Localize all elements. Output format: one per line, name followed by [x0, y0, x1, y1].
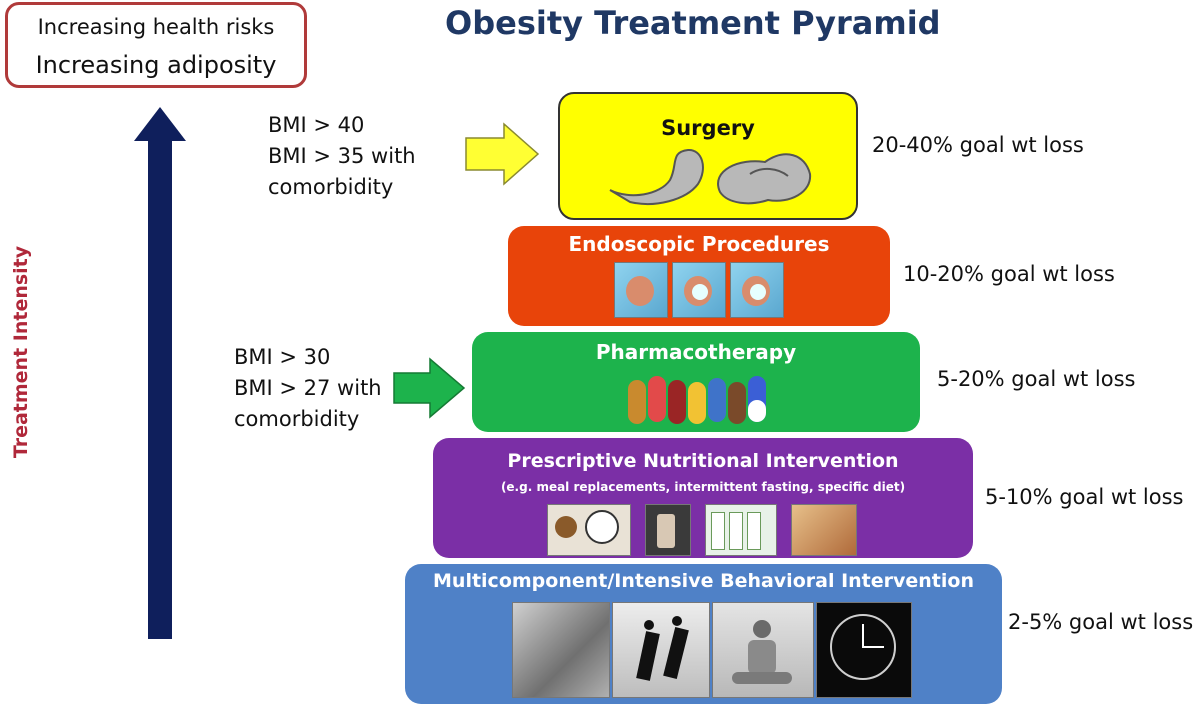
tier-endoscopic: Endoscopic Procedures	[508, 226, 890, 326]
surgery-criteria-line: comorbidity	[268, 175, 394, 199]
tier-nutritional: Prescriptive Nutritional Intervention (e…	[433, 438, 973, 558]
tier-title: Pharmacotherapy	[595, 340, 797, 364]
goal-nutritional: 5-10% goal wt loss	[985, 485, 1184, 509]
tier-subtitle: (e.g. meal replacements, intermittent fa…	[500, 480, 906, 494]
lifestyle-photo-icon	[512, 602, 912, 698]
surgery-arrow-icon	[465, 122, 540, 186]
page-title: Obesity Treatment Pyramid	[445, 4, 941, 42]
endoscopic-balloon-icon	[614, 262, 784, 320]
surgery-criteria-line: BMI > 35 with	[268, 144, 416, 168]
tier-surgery: Surgery	[558, 92, 858, 220]
pills-icon	[628, 376, 766, 424]
tier-title: Endoscopic Procedures	[568, 232, 830, 256]
pharma-arrow-icon	[393, 357, 466, 419]
tier-title: Prescriptive Nutritional Intervention	[507, 450, 899, 472]
intensity-arrow-icon	[134, 107, 186, 639]
pharma-criteria-line: comorbidity	[234, 407, 360, 431]
risk-line-health: Increasing health risks	[37, 15, 275, 39]
pharma-criteria-line: BMI > 27 with	[234, 376, 382, 400]
meal-replacement-icon	[547, 504, 857, 556]
pharma-criteria-line: BMI > 30	[234, 345, 331, 369]
stomach-surgery-icon	[609, 148, 812, 205]
surgery-criteria: BMI > 40 BMI > 35 with comorbidity	[268, 110, 416, 203]
pharma-criteria: BMI > 30 BMI > 27 with comorbidity	[234, 342, 382, 435]
tier-pharmacotherapy: Pharmacotherapy	[472, 332, 920, 432]
risk-box: Increasing health risks Increasing adipo…	[5, 2, 307, 88]
goal-pharmacotherapy: 5-20% goal wt loss	[937, 367, 1136, 391]
tier-title: Multicomponent/Intensive Behavioral Inte…	[433, 570, 974, 592]
risk-line-adiposity: Increasing adiposity	[35, 51, 277, 79]
tier-behavioral: Multicomponent/Intensive Behavioral Inte…	[405, 564, 1002, 704]
goal-endoscopic: 10-20% goal wt loss	[903, 262, 1115, 286]
tier-title: Surgery	[661, 116, 755, 140]
surgery-criteria-line: BMI > 40	[268, 113, 365, 137]
goal-surgery: 20-40% goal wt loss	[872, 133, 1084, 157]
axis-label: Treatment Intensity	[10, 245, 32, 459]
goal-behavioral: 2-5% goal wt loss	[1008, 610, 1194, 634]
